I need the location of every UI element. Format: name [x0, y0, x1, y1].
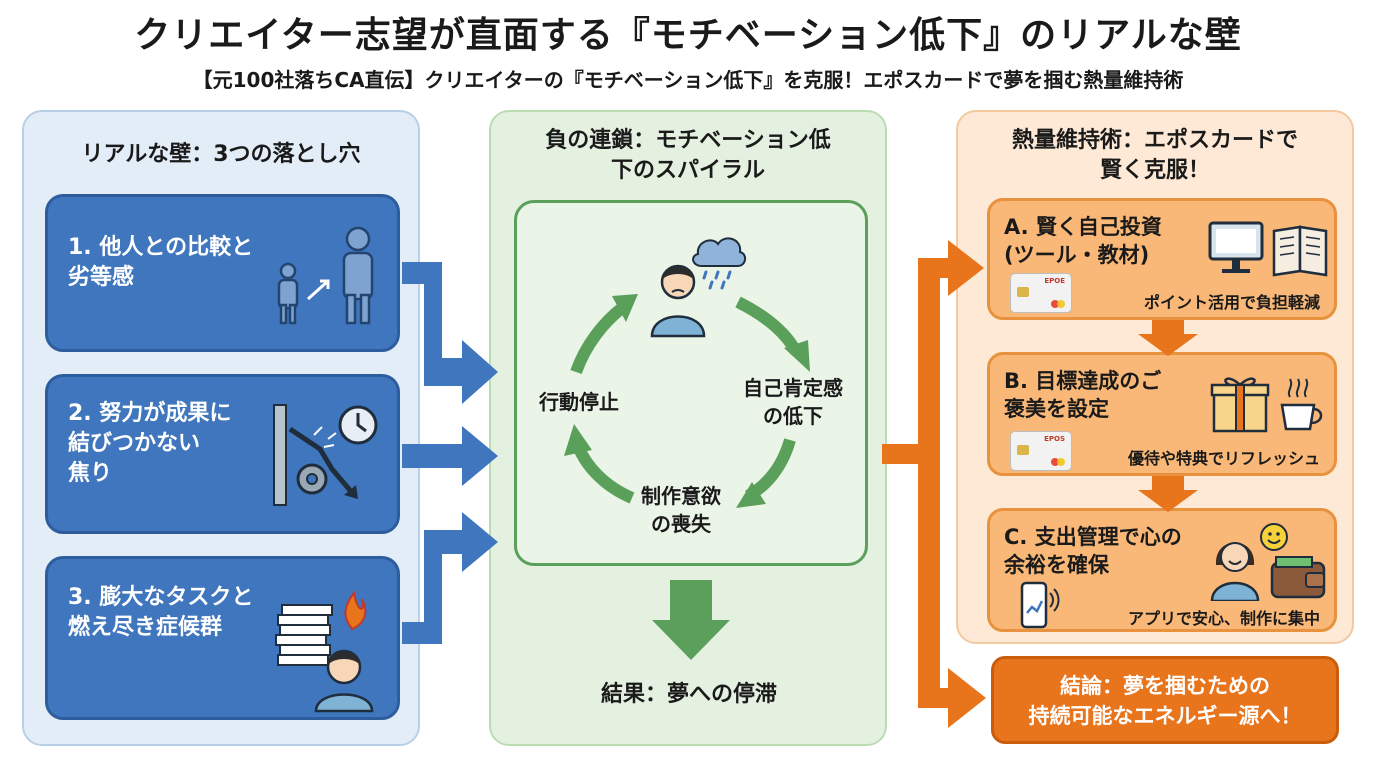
budget-icons [1210, 523, 1326, 601]
wall-card-burnout: 3. 膨大なタスクと 燃え尽き症候群 [45, 556, 400, 720]
comparison-people-icon [277, 226, 374, 325]
sad-person-raincloud-icon [650, 237, 746, 338]
coffee-cup-icon [1280, 378, 1323, 431]
cycle-step-stop-action: 行動停止 [539, 390, 619, 414]
wall-label: 2. 努力が成果に 結びつかない 焦り [68, 401, 232, 486]
cycle-arrow-left-icon [572, 443, 635, 504]
reward-icons [1210, 377, 1323, 433]
monitor-icon [1208, 221, 1264, 273]
spiral-result: 結果：夢への停滞 [600, 682, 777, 707]
burnout-paper-stack-icon [275, 590, 374, 713]
book-icon [1272, 225, 1328, 277]
orange-down-arrow-b-icon [1138, 476, 1198, 512]
conclusion-box: 結論：夢を掴むための 持続可能なエネルギー源へ！ [991, 656, 1339, 744]
solution-card-budget: C. 支出管理で心の 余裕を確保 アプリで安心、制作に集中 [987, 508, 1337, 632]
cycle-step-self-esteem: 自己肯定感 の低下 [743, 376, 843, 428]
solution-title: B. 目標達成のご 褒美を設定 [1004, 369, 1162, 421]
middle-panel-title: 負の連鎖：モチベーション低 下のスパイラル [545, 128, 831, 183]
smile-emoji-icon [1260, 523, 1288, 551]
solution-note: ポイント活用で負担軽減 [1143, 293, 1320, 312]
arrow-wall3-icon [402, 512, 498, 644]
arrow-wall1-icon [402, 262, 498, 404]
solution-title: C. 支出管理で心の 余裕を確保 [1004, 525, 1182, 577]
arrow-wall2-icon [402, 426, 498, 486]
solution-title: A. 賢く自己投資 (ツール・教材) [1004, 215, 1162, 267]
cycle-step-motivation-loss: 制作意欲 の喪失 [641, 484, 721, 536]
solution-card-investment: A. 賢く自己投資 (ツール・教材) EPOE ポイント活用で負担軽減 [987, 198, 1337, 320]
solution-note: 優待や特典でリフレッシュ [1127, 449, 1320, 468]
result-down-arrow-icon [652, 580, 730, 660]
solution-note: アプリで安心、制作に集中 [1127, 609, 1320, 628]
left-panel-title: リアルな壁：3つの落とし穴 [81, 142, 361, 167]
credit-card-icon: EPOS [1010, 431, 1072, 471]
right-panel-title: 熱量維持術：エポスカードで 賢く克服！ [1011, 128, 1298, 183]
wall-card-comparison: 1. 他人との比較と 劣等感 [45, 194, 400, 352]
spiral-cycle-box [514, 200, 868, 566]
gift-box-icon [1210, 377, 1270, 433]
smartphone-chart-icon [1020, 581, 1060, 629]
orange-arrows [882, 240, 1198, 728]
page-subtitle: 【元100社落ちCA直伝】クリエイターの『モチベーション低下』を克服！エポスカー… [192, 68, 1184, 92]
cycle-arrows [570, 296, 802, 504]
wallet-icon [1270, 556, 1326, 599]
wall-card-frustration: 2. 努力が成果に 結びつかない 焦り [45, 374, 400, 534]
orange-branch-arrow-icon [882, 240, 986, 728]
cycle-arrow-top-icon [570, 303, 626, 375]
wall-label: 1. 他人との比較と 劣等感 [68, 235, 254, 290]
blue-arrows [402, 262, 498, 644]
orange-down-arrow-a-icon [1138, 320, 1198, 356]
credit-card-icon: EPOE [1010, 273, 1072, 313]
solution-card-reward: B. 目標達成のご 褒美を設定 EPOS 優待や特典でリフレッシュ [987, 352, 1337, 476]
tools-icons [1208, 221, 1328, 277]
falling-gear-clock-icon [273, 404, 378, 506]
smiling-woman-icon [1210, 542, 1260, 601]
cycle-arrow-right-icon [735, 296, 802, 355]
page-title: クリエイター志望が直面する『モチベーション低下』のリアルな壁 [134, 15, 1242, 56]
wall-label: 3. 膨大なタスクと 燃え尽き症候群 [68, 585, 254, 640]
